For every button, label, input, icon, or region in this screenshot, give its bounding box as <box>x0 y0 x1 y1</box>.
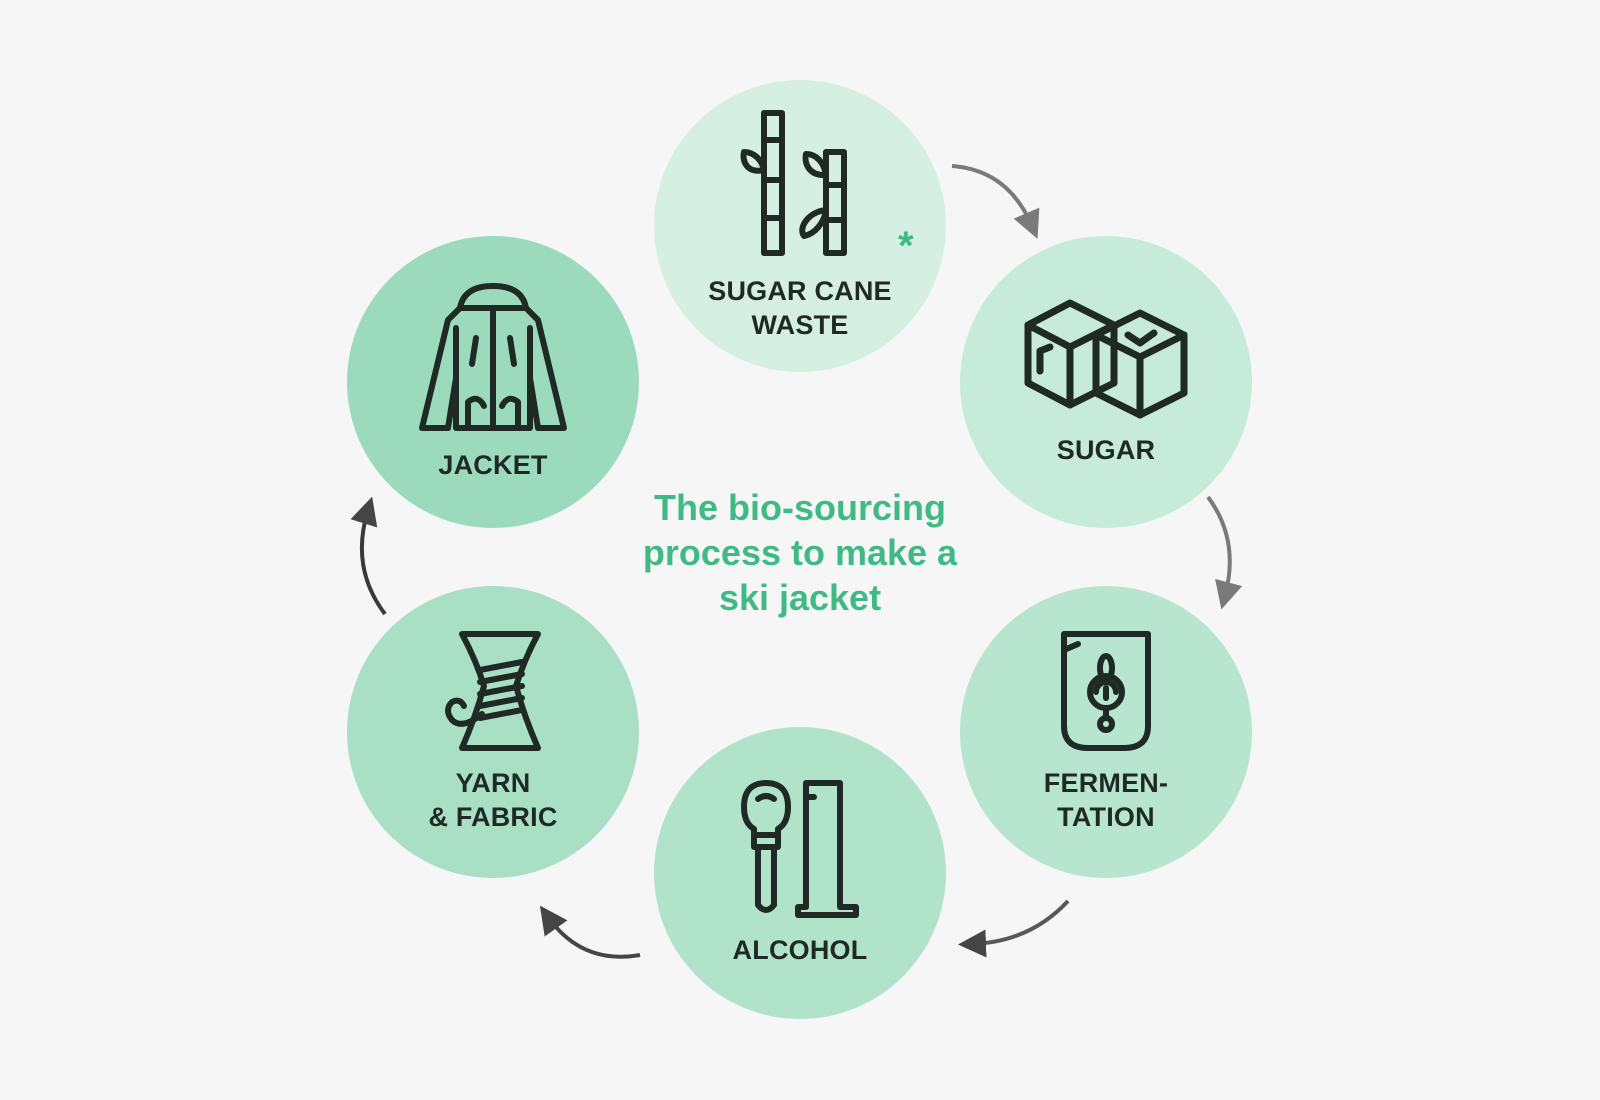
step-label: FERMEN-TATION <box>1043 768 1169 832</box>
fermentation-tank-icon <box>1061 631 1151 751</box>
step-label: SUGAR <box>1056 435 1156 465</box>
sugar-cane-icon <box>740 110 847 256</box>
step-fermentation: FERMEN-TATION <box>960 586 1252 878</box>
step-label: JACKET <box>438 450 548 480</box>
footnote-asterisk: * <box>898 224 914 268</box>
step-label: YARN& FABRIC <box>428 768 558 832</box>
step-label: ALCOHOL <box>732 935 868 965</box>
diagram-title: The bio-sourcing process to make a ski j… <box>642 487 958 618</box>
arrow-sugar-to-fermentation <box>1206 495 1243 610</box>
pipette-cylinder-icon <box>741 780 859 918</box>
step-yarn-fabric: YARN& FABRIC <box>347 586 639 878</box>
step-jacket: JACKET <box>347 236 639 528</box>
yarn-spool-icon <box>445 631 541 751</box>
sugar-cubes-icon <box>1024 299 1188 419</box>
jacket-icon <box>419 283 567 431</box>
arrow-waste-to-sugar <box>951 164 1040 239</box>
step-alcohol: ALCOHOL <box>654 727 946 1019</box>
step-sugar: SUGAR <box>960 236 1252 528</box>
arrow-alcohol-to-yarn <box>539 905 641 959</box>
arrow-yarn-to-jacket <box>350 496 387 616</box>
arrow-fermentation-to-alcohol <box>958 899 1070 958</box>
